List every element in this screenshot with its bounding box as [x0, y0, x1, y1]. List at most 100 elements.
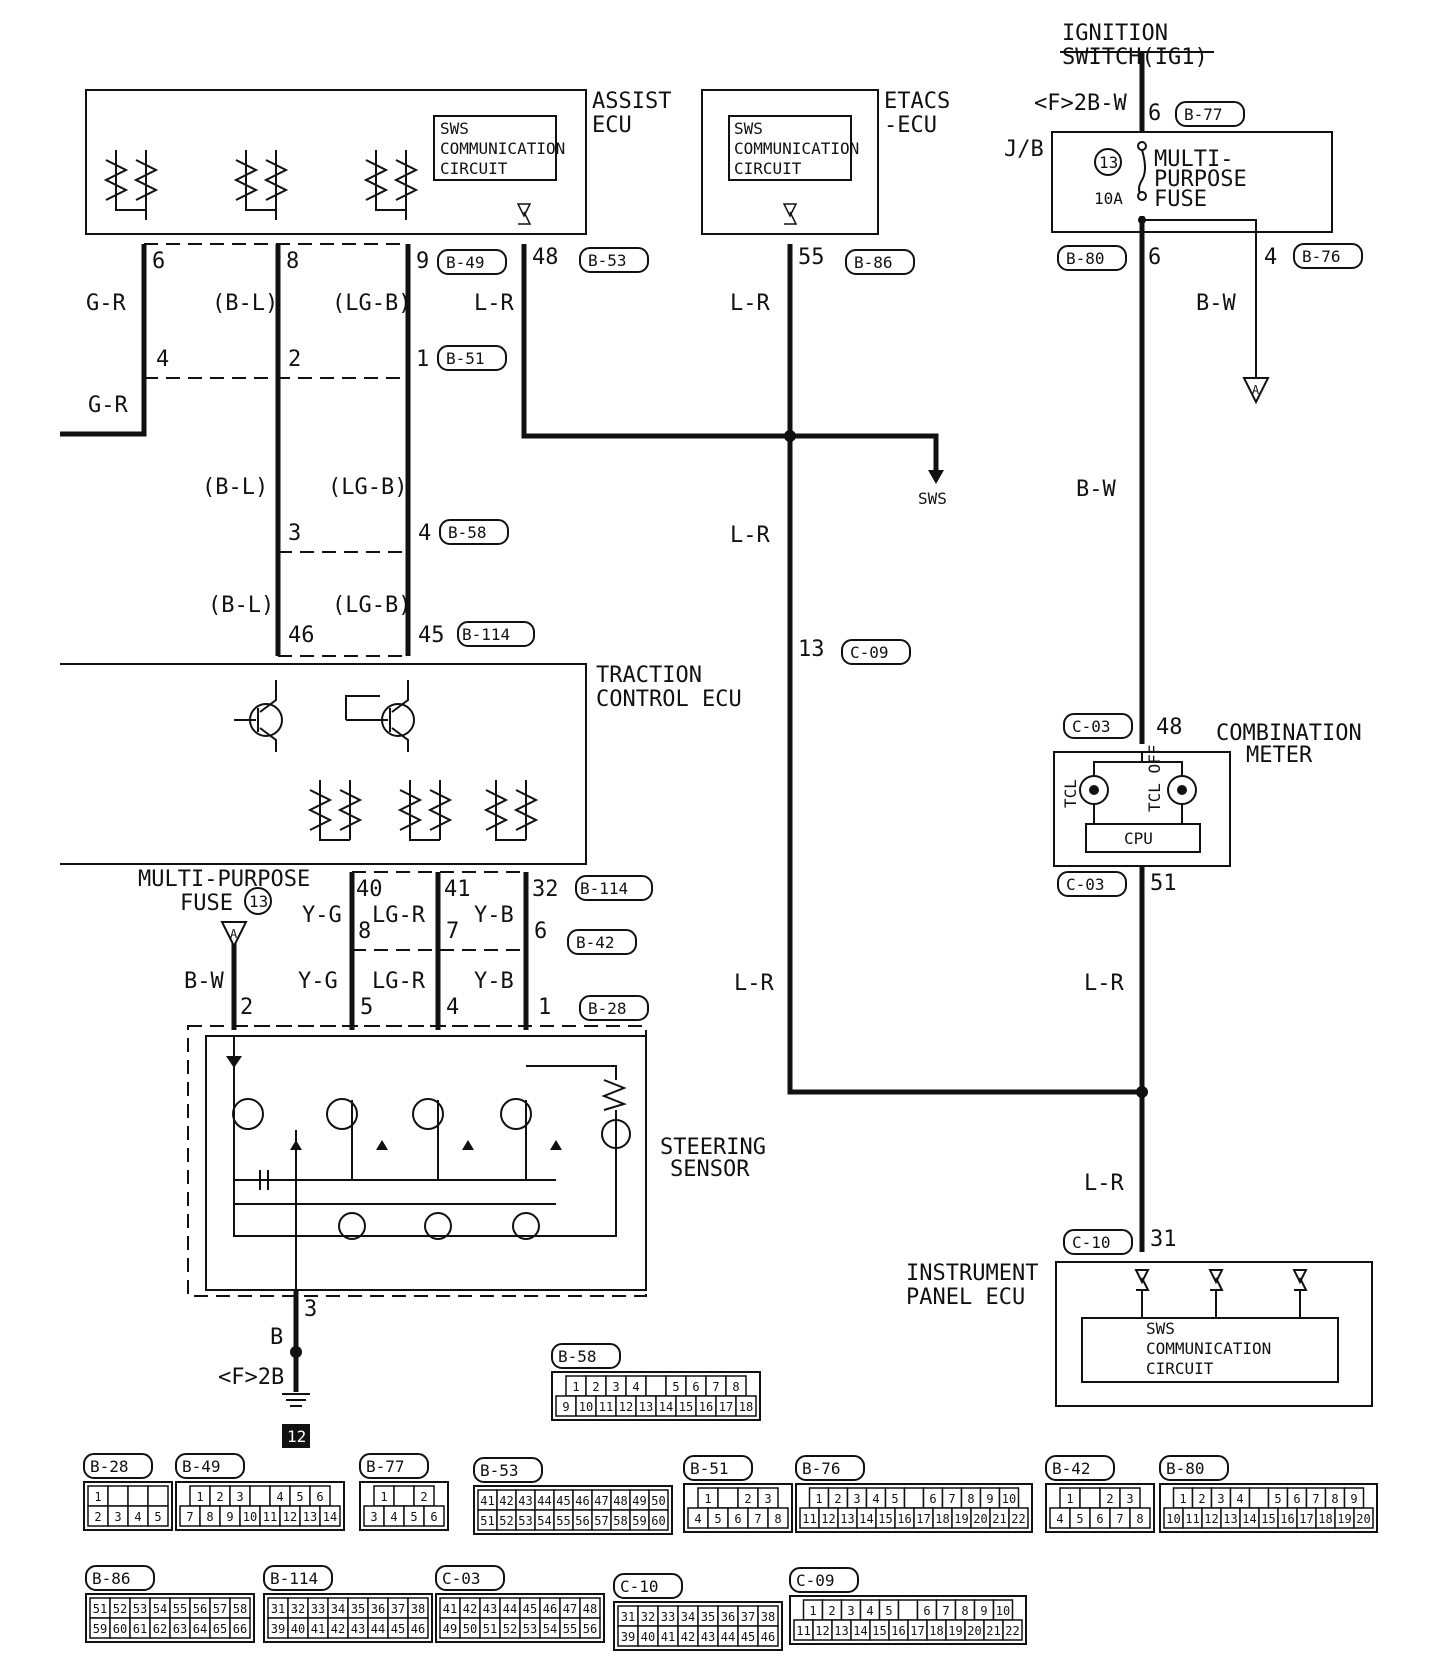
- ground-number-label: 12: [287, 1427, 306, 1446]
- connector-pin-number: 43: [701, 1630, 715, 1644]
- svg-text:B-114: B-114: [462, 625, 510, 644]
- connector-pin-number: 12: [619, 1400, 633, 1414]
- connector-pin-number: 15: [1261, 1512, 1275, 1526]
- connector-tag-b76[interactable]: B-76: [1293, 243, 1363, 269]
- connector-pin-number: 42: [331, 1622, 345, 1636]
- svg-text:B-28: B-28: [588, 999, 627, 1018]
- connector-tag-b114[interactable]: B-114: [457, 621, 535, 647]
- connector-tag-c03[interactable]: C-03: [1063, 713, 1133, 739]
- fuse-ref-number: 13: [249, 892, 268, 911]
- svg-text:B-86: B-86: [854, 253, 893, 272]
- pin-number: 3: [288, 521, 301, 546]
- connector-tag-b80[interactable]: B-80: [1057, 245, 1127, 271]
- wire-label: (LG-B): [332, 291, 411, 316]
- connector-pin-number: 44: [371, 1622, 385, 1636]
- connector-face-title: B-42: [1052, 1459, 1091, 1478]
- connector-pin-number: 1: [704, 1492, 711, 1506]
- connector-pin-cell: [127, 1485, 149, 1507]
- wire-label: (LG-B): [328, 475, 407, 500]
- connector-pin-number: 2: [420, 1490, 427, 1504]
- connector-pin-number: 18: [929, 1624, 943, 1638]
- connector-pin-number: 2: [834, 1492, 841, 1506]
- etacs-ecu-label: ETACS-ECU: [884, 89, 950, 138]
- connector-face-frame: [683, 1483, 793, 1533]
- connector-pin-number: 55: [556, 1514, 570, 1528]
- connector-pin-cell: [423, 1505, 445, 1527]
- connector-pin-cell: [903, 1487, 925, 1509]
- connector-face-frame: [473, 1485, 673, 1535]
- connector-pin-number: 2: [1106, 1492, 1113, 1506]
- connector-pin-number: 9: [1350, 1492, 1357, 1506]
- connector-pin-number: 12: [815, 1624, 829, 1638]
- connector-tag-b51[interactable]: B-51: [437, 345, 507, 371]
- svg-text:B-53: B-53: [588, 251, 627, 270]
- connector-tag-b42[interactable]: B-42: [567, 929, 637, 955]
- wire-label: B-W: [1196, 291, 1236, 316]
- connector-tag-b77[interactable]: B-77: [1175, 101, 1245, 127]
- pin-number: 41: [444, 877, 471, 902]
- connector-face-title: B-86: [92, 1569, 131, 1588]
- resistor-icon: [307, 780, 539, 841]
- connector-face-frame: [613, 1601, 783, 1651]
- connector-tag-b58[interactable]: B-58: [439, 519, 509, 545]
- connector-pin-number: 5: [885, 1604, 892, 1618]
- connector-tag-b53[interactable]: B-53: [579, 247, 649, 273]
- transistor-icon: [234, 680, 415, 752]
- connector-pin-number: 7: [186, 1510, 193, 1524]
- connector-face-tag: [1045, 1455, 1115, 1481]
- connector-tag-c09[interactable]: C-09: [841, 639, 911, 665]
- pin-number: 48: [532, 245, 559, 270]
- connector-face-frame: [435, 1593, 605, 1643]
- fuse-ref-circle: [244, 887, 272, 915]
- connector-pin-number: 51: [483, 1622, 497, 1636]
- wire-label: Y-B: [474, 969, 514, 994]
- connector-pin-number: 37: [741, 1610, 755, 1624]
- connector-pin-number: 56: [583, 1622, 597, 1636]
- wire-label: L-R: [1084, 1171, 1124, 1196]
- connector-tag-b86[interactable]: B-86: [845, 249, 915, 275]
- connector-face-tag: [473, 1457, 543, 1483]
- connector-pin-cell: [717, 1487, 739, 1509]
- connector-pin-number: 15: [878, 1512, 892, 1526]
- connector-pin-number: 3: [236, 1490, 243, 1504]
- connector-pin-number: 16: [1280, 1512, 1294, 1526]
- connector-a-label: A: [1252, 383, 1260, 397]
- connector-pin-number: 4: [1056, 1512, 1063, 1526]
- connector-a-label: A: [230, 927, 238, 941]
- connector-pin-number: 2: [216, 1490, 223, 1504]
- connector-pin-cell: [1248, 1487, 1270, 1509]
- connector-pin-number: 2: [744, 1492, 751, 1506]
- connector-pin-number: 58: [613, 1514, 627, 1528]
- connector-tag-c03[interactable]: C-03: [1057, 871, 1127, 897]
- connector-pin-number: 4: [276, 1490, 283, 1504]
- wire-label: G-R: [86, 291, 126, 316]
- connector-face-frame: [1159, 1483, 1378, 1533]
- connector-pin-number: 47: [563, 1602, 577, 1616]
- jb-label: J/B: [1004, 137, 1044, 162]
- wire-label: Y-B: [474, 903, 514, 928]
- connector-pin-number: 7: [948, 1492, 955, 1506]
- connector-pin-number: 13: [834, 1624, 848, 1638]
- connector-face-tag: [175, 1453, 245, 1479]
- wire-l-r-assist: [521, 244, 939, 472]
- connector-tag-b49[interactable]: B-49: [437, 249, 507, 275]
- connector-tag-c10[interactable]: C-10: [1063, 1229, 1133, 1255]
- connector-tag-b28[interactable]: B-28: [579, 995, 649, 1021]
- steering-sensor-box: [205, 1035, 647, 1291]
- connector-pin-number: 45: [523, 1602, 537, 1616]
- connector-pin-number: 13: [303, 1510, 317, 1524]
- connector-tag-b114[interactable]: B-114: [575, 875, 653, 901]
- connector-pin-number: 8: [732, 1380, 739, 1394]
- etacs-ecu-box: [701, 89, 879, 235]
- connector-face-title: B-114: [270, 1569, 318, 1588]
- connector-face-title: B-53: [480, 1461, 519, 1480]
- connector-pin-number: 10: [1002, 1492, 1016, 1506]
- connector-pin-cell: [1002, 1619, 1023, 1641]
- svg-text:B-49: B-49: [446, 253, 485, 272]
- pin-number: 4: [446, 995, 459, 1020]
